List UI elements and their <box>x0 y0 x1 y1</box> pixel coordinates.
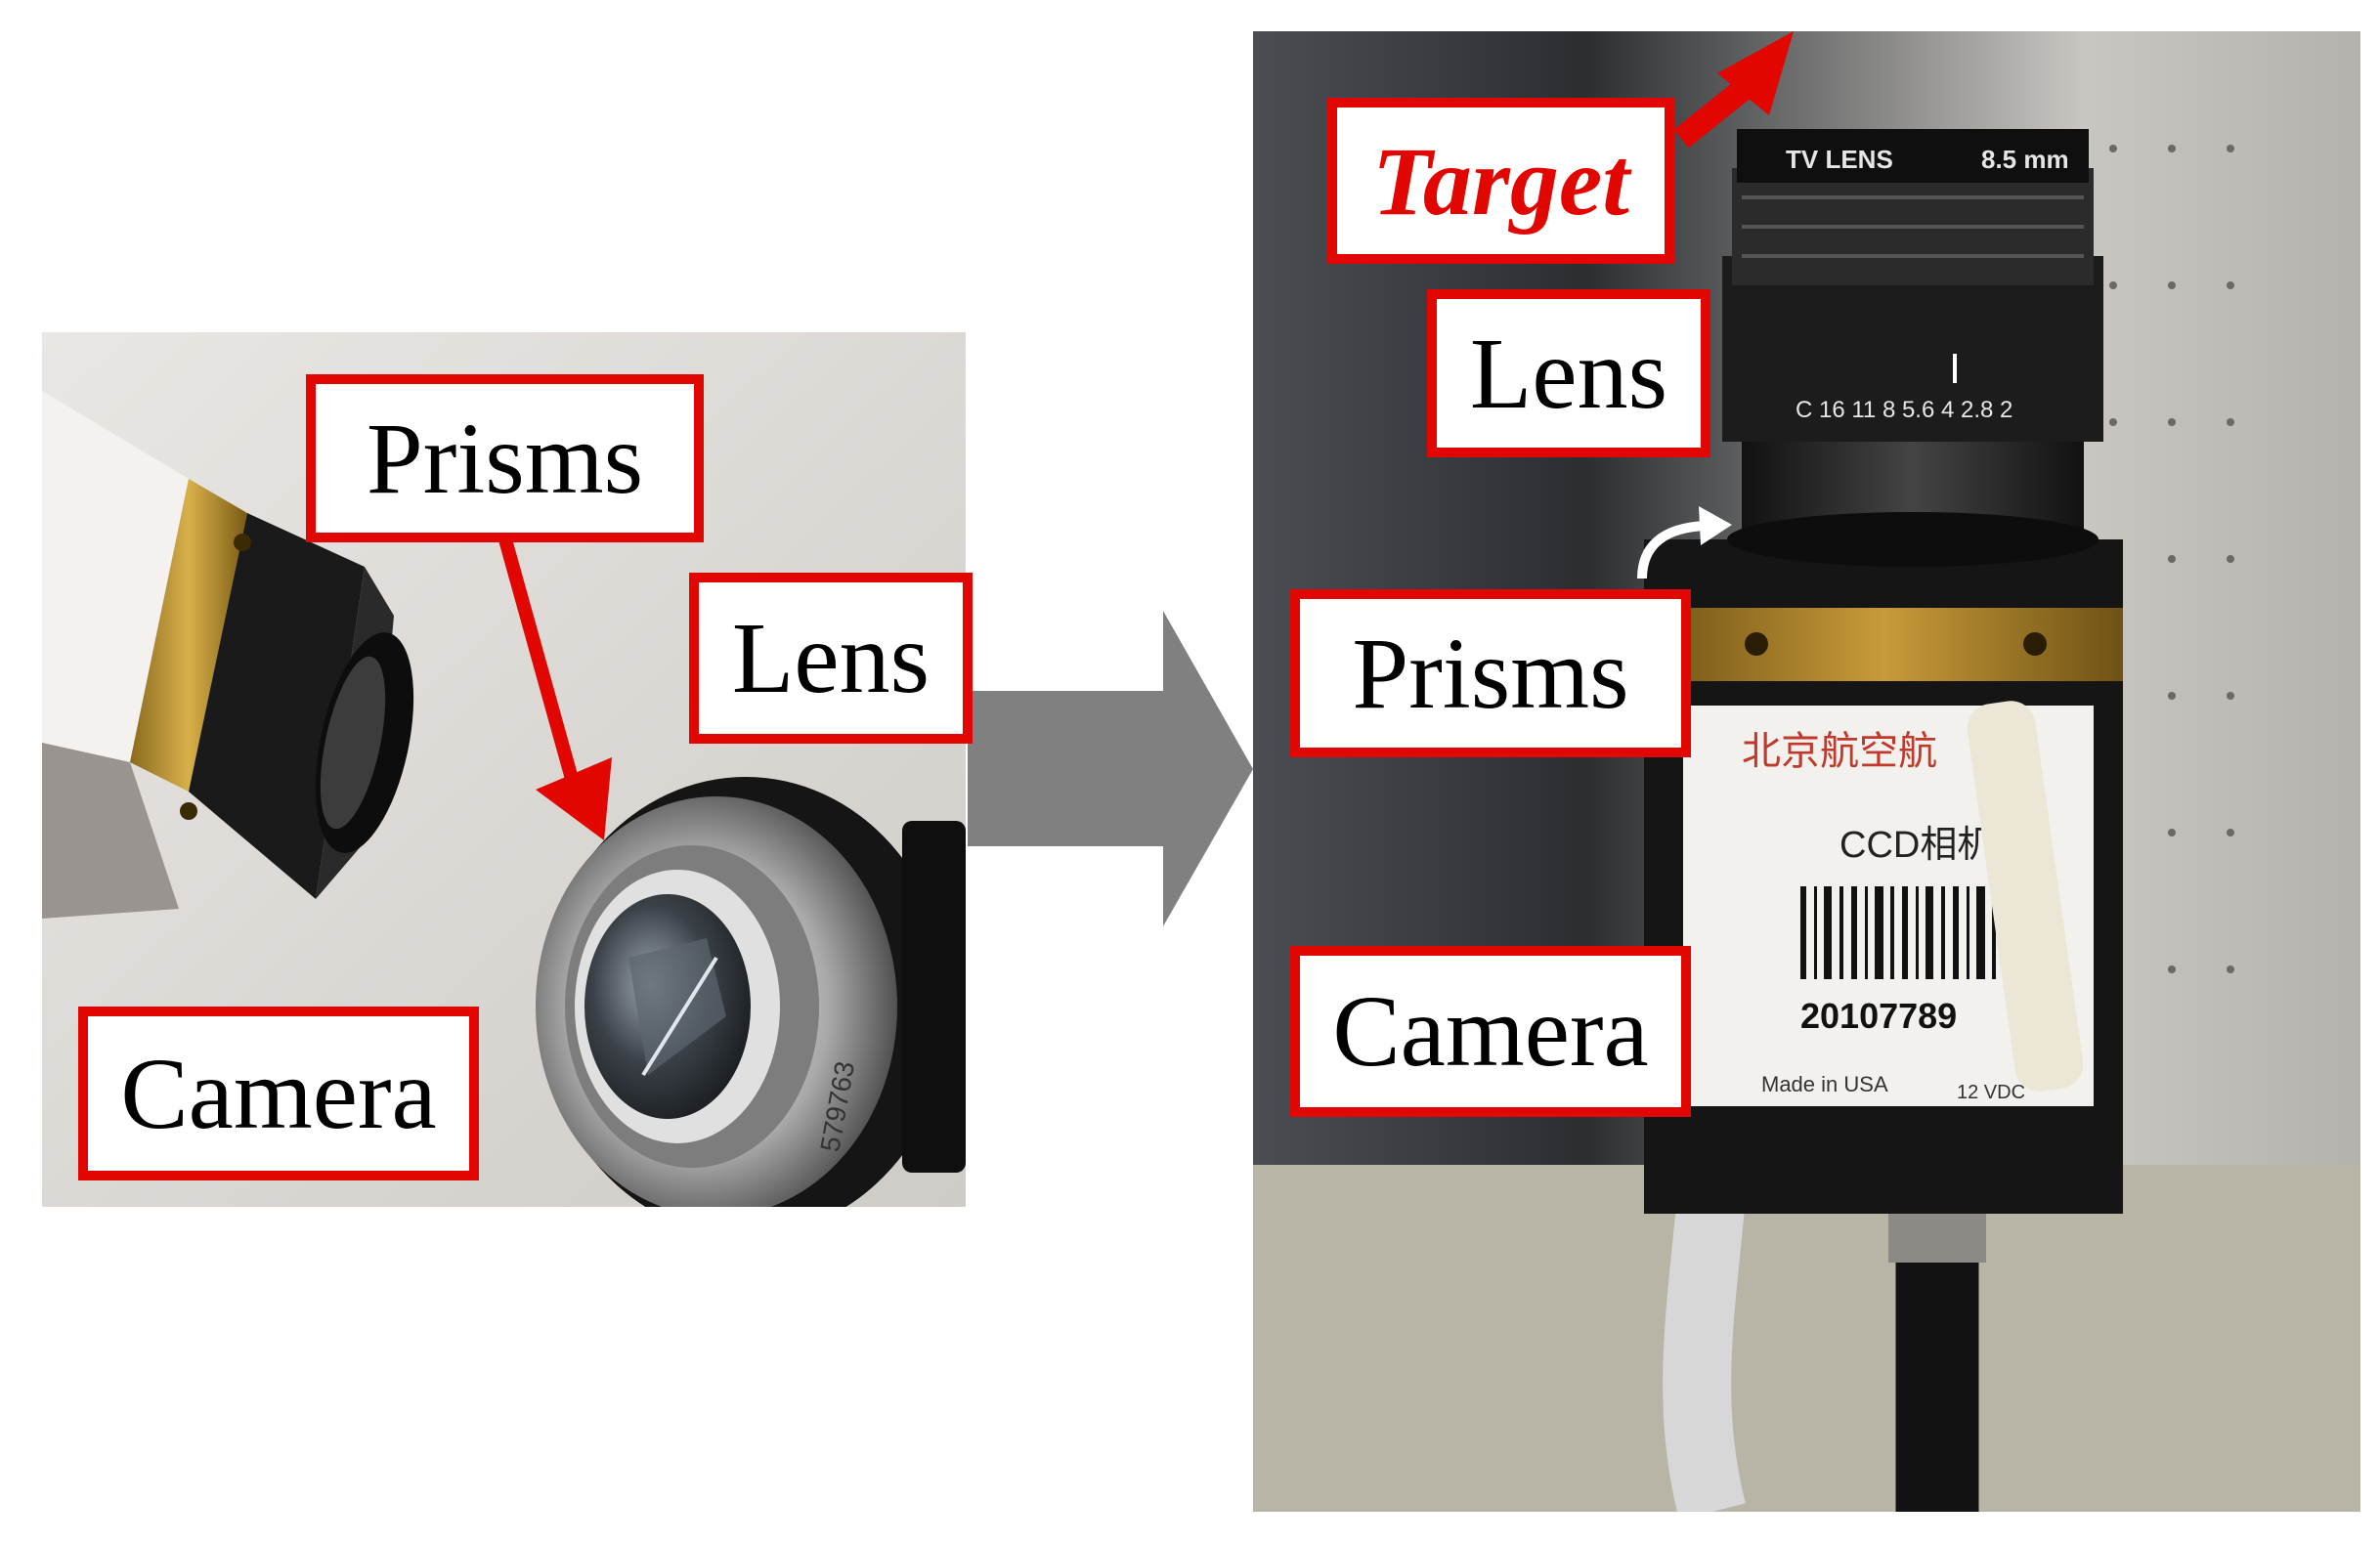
right-camera-body: 北京航空航 CCD相机 20107789 Made in USA 12 VDC <box>1644 539 2123 1214</box>
institution-name-text: 北京航空航 <box>1742 729 1937 773</box>
right-photo-illustration: 北京航空航 CCD相机 20107789 Made in USA 12 VDC <box>1253 31 2360 1512</box>
barcode <box>1800 886 1996 979</box>
lens-focal-text: 8.5 mm <box>1981 145 2069 174</box>
left-prisms-label: Prisms <box>306 374 704 542</box>
right-prisms-label: Prisms <box>1290 589 1691 757</box>
target-direction-arrow <box>1673 31 1794 149</box>
right-lens-label: Lens <box>1427 289 1710 457</box>
right-lens-body: TV LENS 8.5 mm C 16 11 8 5.6 4 2.8 2 <box>1722 129 2103 567</box>
left-prisms-pointer-arrow <box>497 531 612 840</box>
right-prisms-pointer-arrow <box>1637 506 1732 579</box>
barcode-number: 20107789 <box>1800 996 1957 1036</box>
left-camera-body <box>42 391 414 919</box>
voltage-text: 12 VDC <box>1957 1082 2025 1103</box>
aperture-scale-text: C 16 11 8 5.6 4 2.8 2 <box>1796 397 2012 423</box>
made-in-text: Made in USA <box>1761 1072 1888 1096</box>
transition-arrow <box>968 611 1253 926</box>
camera-label-title: CCD相机 <box>1839 825 1994 866</box>
right-target-label: Target <box>1327 98 1674 264</box>
left-lens-assembly: 579763 <box>536 777 966 1207</box>
left-lens-label: Lens <box>689 573 973 744</box>
right-photo: 北京航空航 CCD相机 20107789 Made in USA 12 VDC <box>1253 31 2360 1512</box>
right-camera-label: Camera <box>1290 946 1691 1117</box>
left-camera-label: Camera <box>78 1007 479 1180</box>
lens-brand-text: TV LENS <box>1786 145 1893 174</box>
